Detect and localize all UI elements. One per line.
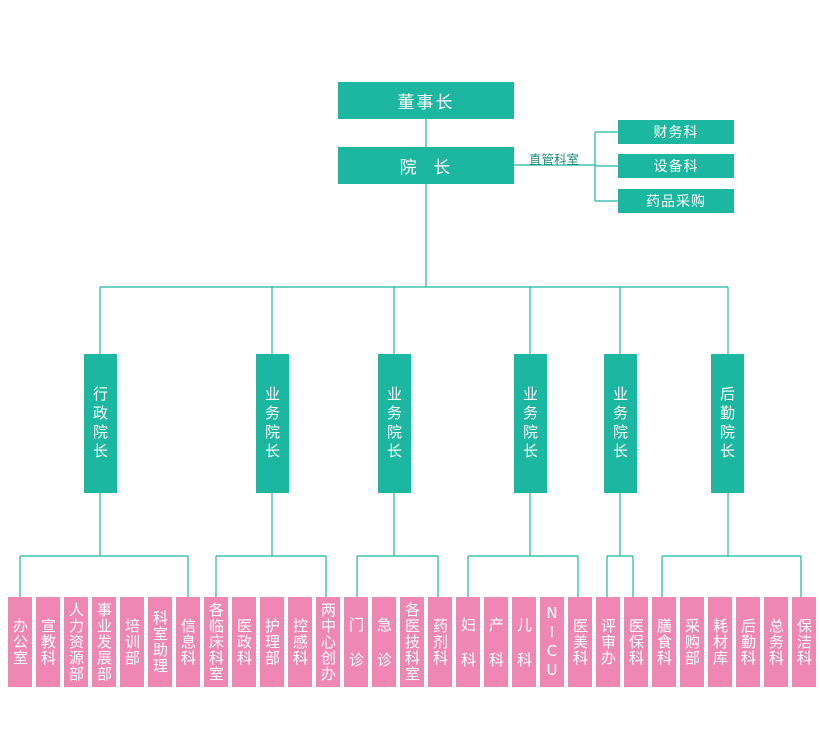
vice-president-admin: 行政院长 <box>84 354 117 493</box>
vice-president-business-2: 业务院长 <box>378 354 411 493</box>
dept-box: 总务科 <box>764 597 788 687</box>
direct-dept-drug-purchasing: 药品采购 <box>618 189 734 213</box>
dept-box: 保洁科 <box>792 597 816 687</box>
dept-box: 宣教科 <box>36 597 60 687</box>
dept-box: 膳食科 <box>652 597 676 687</box>
dept-box: 妇 科 <box>456 597 480 687</box>
dept-box: 产 科 <box>484 597 508 687</box>
chairman-box: 董事长 <box>338 82 514 119</box>
vice-president-logistics: 后勤院长 <box>711 354 744 493</box>
direct-dept-finance: 财务科 <box>618 120 734 144</box>
dept-box: 医政科 <box>232 597 256 687</box>
dept-box: 各医技科室 <box>400 597 424 687</box>
dept-box: 控感科 <box>288 597 312 687</box>
president-box: 院 长 <box>338 147 514 184</box>
dept-box: 门 诊 <box>344 597 368 687</box>
dept-box: 护理部 <box>260 597 284 687</box>
direct-dept-equipment: 设备科 <box>618 154 734 178</box>
dept-box: 人力资源部 <box>64 597 88 687</box>
dept-box: 培训部 <box>120 597 144 687</box>
dept-box: 医美科 <box>568 597 592 687</box>
direct-depts-label: 直管科室 <box>529 152 580 167</box>
dept-box: NICU <box>540 597 564 687</box>
dept-box: 儿 科 <box>512 597 536 687</box>
dept-box: 科室助理 <box>148 597 172 687</box>
dept-box: 急 诊 <box>372 597 396 687</box>
dept-box: 采购部 <box>680 597 704 687</box>
dept-box: 耗材库 <box>708 597 732 687</box>
dept-box: 信息科 <box>176 597 200 687</box>
dept-box: 事业发展部 <box>92 597 116 687</box>
dept-box: 两中心创办 <box>316 597 340 687</box>
dept-box: 评审办 <box>596 597 620 687</box>
dept-box: 办公室 <box>8 597 32 687</box>
dept-box: 后勤科 <box>736 597 760 687</box>
vice-president-business-4: 业务院长 <box>604 354 637 493</box>
vice-president-business-3: 业务院长 <box>514 354 547 493</box>
dept-box: 医保科 <box>624 597 648 687</box>
vice-president-business-1: 业务院长 <box>256 354 289 493</box>
dept-box: 药剂科 <box>428 597 452 687</box>
dept-box: 各临床科室 <box>204 597 228 687</box>
